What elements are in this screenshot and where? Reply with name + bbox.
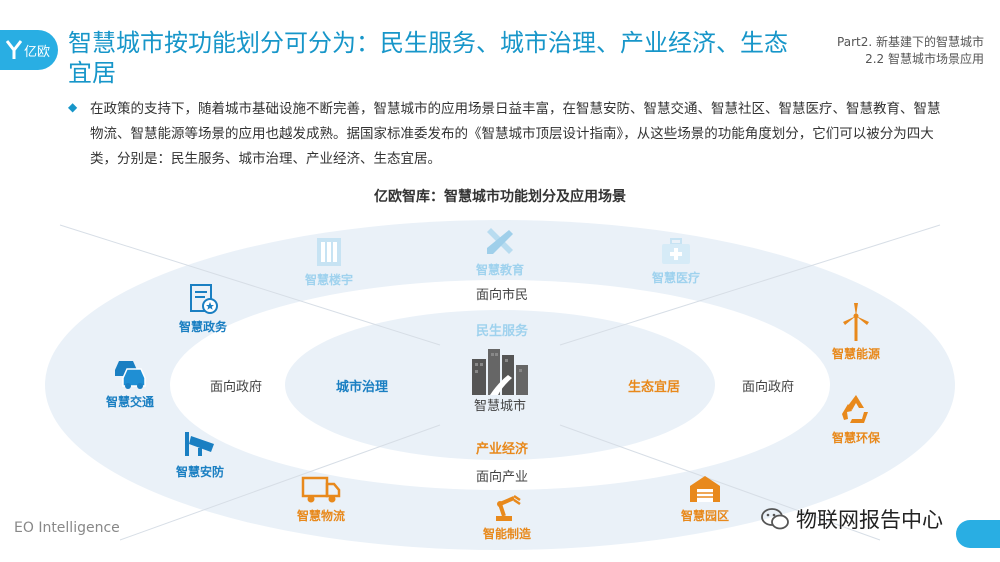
- category-people: 民生服务: [476, 324, 529, 339]
- scene-logistics: 智慧物流: [266, 474, 376, 524]
- scene-transport-label: 智慧交通: [105, 395, 154, 409]
- scene-government: 智慧政务: [148, 283, 258, 335]
- scene-environment: 智慧环保: [801, 392, 911, 446]
- scene-medical: 智慧医疗: [621, 238, 731, 286]
- scene-education-label: 智慧教育: [475, 263, 524, 277]
- footer-brand: EO Intelligence: [14, 520, 120, 536]
- direction-gov-left: 面向政府: [210, 380, 263, 395]
- brand-logo: 亿欧: [0, 30, 58, 70]
- scene-energy-label: 智慧能源: [831, 347, 880, 361]
- scene-manufacturing-label: 智能制造: [482, 527, 531, 541]
- y-logo-icon: [6, 40, 22, 59]
- medical-kit-icon: [662, 238, 690, 264]
- direction-industry: 面向产业: [476, 470, 529, 485]
- direction-citizens: 面向市民: [476, 288, 529, 303]
- scene-energy: 智慧能源: [801, 302, 911, 362]
- category-industry: 产业经济: [476, 442, 529, 457]
- direction-gov-right: 面向政府: [742, 380, 795, 395]
- cars-icon: [115, 361, 146, 389]
- city-buildings-icon: [472, 349, 528, 395]
- diagram-title: 亿欧智库：智慧城市功能划分及应用场景: [374, 189, 626, 205]
- divider-lines: [59, 224, 941, 541]
- category-ecology: 生态宜居: [628, 380, 681, 395]
- scene-manufacturing: 智能制造: [452, 494, 562, 542]
- scene-park: 智慧园区: [650, 474, 760, 524]
- wechat-icon: [761, 508, 789, 530]
- part-line-1: Part2. 新基建下的智慧城市: [837, 35, 984, 49]
- scene-medical-label: 智慧医疗: [651, 271, 700, 285]
- scene-logistics-label: 智慧物流: [296, 509, 345, 523]
- building-icon: [317, 238, 341, 266]
- scene-building: 智慧楼宇: [274, 236, 384, 288]
- warehouse-icon: [690, 476, 720, 502]
- page-title: 智慧城市按功能划分可分为：民生服务、城市治理、产业经济、生态宜居: [68, 29, 788, 87]
- watermark-text: 物联网报告中心: [796, 508, 943, 532]
- wind-turbine-icon: [843, 303, 869, 341]
- section-label: Part2. 新基建下的智慧城市 2.2 智慧城市场景应用: [837, 34, 984, 68]
- scene-building-label: 智慧楼宇: [304, 273, 353, 287]
- intro-paragraph: 在政策的支持下，随着城市基础设施不断完善，智慧城市的应用场景日益丰富，在智慧安防…: [90, 101, 941, 167]
- scene-environment-label: 智慧环保: [831, 431, 880, 445]
- scene-security: 智慧安防: [145, 430, 255, 480]
- robot-arm-icon: [496, 494, 521, 521]
- corner-tab: [956, 520, 1000, 548]
- recycle-icon: [842, 395, 868, 423]
- scene-education: 智慧教育: [445, 224, 555, 278]
- delivery-truck-icon: [301, 476, 341, 503]
- logo-text: 亿欧: [24, 44, 51, 60]
- cctv-camera-icon: [185, 432, 214, 456]
- document-star-icon: [190, 284, 218, 314]
- watermark: 物联网报告中心: [760, 504, 943, 534]
- scene-park-label: 智慧园区: [680, 509, 729, 523]
- ruler-pencil-icon: [487, 228, 513, 254]
- center-label: 智慧城市: [473, 399, 526, 414]
- center-smart-city: 智慧城市: [445, 345, 555, 414]
- scene-government-label: 智慧政务: [178, 320, 227, 334]
- category-governance: 城市治理: [336, 380, 389, 395]
- scene-security-label: 智慧安防: [175, 465, 224, 479]
- part-line-2: 2.2 智慧城市场景应用: [865, 52, 984, 66]
- scene-transport: 智慧交通: [75, 356, 185, 410]
- diamond-bullet-icon: ◆: [68, 100, 78, 114]
